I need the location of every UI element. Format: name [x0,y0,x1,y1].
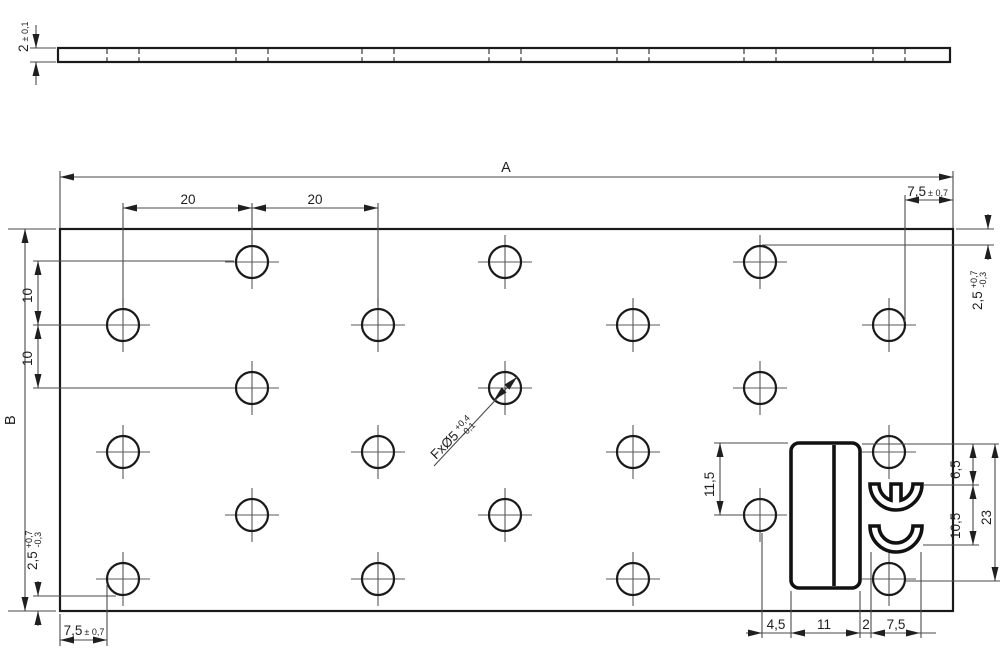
dim-label-pitch-20-1: 20 [180,192,195,207]
nail-hole [360,561,396,597]
nail-hole [742,497,778,533]
dim-pitch-10: 10 10 [20,260,234,389]
dim-pitch-20: 20 20 [122,192,379,306]
dim-stamp-height: 11,5 [702,442,788,516]
dim-label-stamp-offset: 4,5 [767,617,786,632]
side-view-hidden-hole-lines [106,49,906,61]
dim-thickness: 2± 0,1 [16,22,56,85]
dim-A: A [59,160,954,228]
dim-label-edge-bottom-left: 7,5± 0,7 [64,623,105,638]
nail-hole [871,307,907,343]
dim-label-A: A [501,160,511,176]
dim-edge-bottom-left: 7,5± 0,7 [59,585,108,646]
nail-hole [234,244,270,280]
nail-hole [487,244,523,280]
dim-label-corner-top-right: 2,5+0,7-0,3 [969,270,988,310]
dim-label-edge-top-right: 7,5± 0,7 [907,184,948,199]
dim-label-pitch-10-2: 10 [20,351,35,366]
dim-label-corner-bottom-left: 2,5+0,7-0,3 [24,530,43,570]
nail-hole [871,434,907,470]
plan-view: A B 20 20 [3,160,1000,646]
dim-label-pitch-20-2: 20 [307,192,322,207]
hole-pattern [96,235,916,606]
dim-corner-top-right: 2,5+0,7-0,3 [762,214,994,310]
dim-label-thickness: 2± 0,1 [16,22,31,52]
dim-label-marking-total-height: 23 [979,510,994,525]
dim-label-stamp-width: 11 [817,617,831,632]
nail-hole [105,434,141,470]
stamp-field-outline [789,441,862,590]
nail-hole [105,307,141,343]
dim-label-gap: 2 [862,617,870,632]
dim-marking-vertical: 6,5 10,5 23 [862,443,1000,582]
nail-hole [871,561,907,597]
dim-label-letters-top-offset: 6,5 [948,460,963,479]
nail-hole [360,434,396,470]
nail-hole [487,497,523,533]
dim-corner-bottom-left: 2,5+0,7-0,3 [24,530,116,626]
nail-hole [615,561,651,597]
dim-label-B: B [3,415,19,425]
ce-marking [789,441,924,590]
nail-hole [234,497,270,533]
nail-hole [105,561,141,597]
dim-label-pitch-10-1: 10 [20,288,35,303]
dim-B: B [3,228,56,612]
dim-label-letters-height: 10,5 [948,513,963,539]
nail-hole [742,370,778,406]
side-view: 2± 0,1 [16,22,952,85]
nail-hole [615,434,651,470]
dim-edge-top-right: 7,5± 0,7 [904,184,953,322]
ce-letter-c [868,524,924,554]
nail-hole [742,244,778,280]
nail-hole [487,370,523,406]
dim-label-stamp-height: 11,5 [702,472,717,497]
nail-hole [615,307,651,343]
nail-hole [234,370,270,406]
dim-label-letters-width: 7,5 [887,617,906,632]
nail-hole [360,307,396,343]
ce-letter-e [868,482,924,512]
dim-marking-horizontal: 4,5 11 2 7,5 [746,533,936,638]
side-view-plate-outline [56,46,952,64]
